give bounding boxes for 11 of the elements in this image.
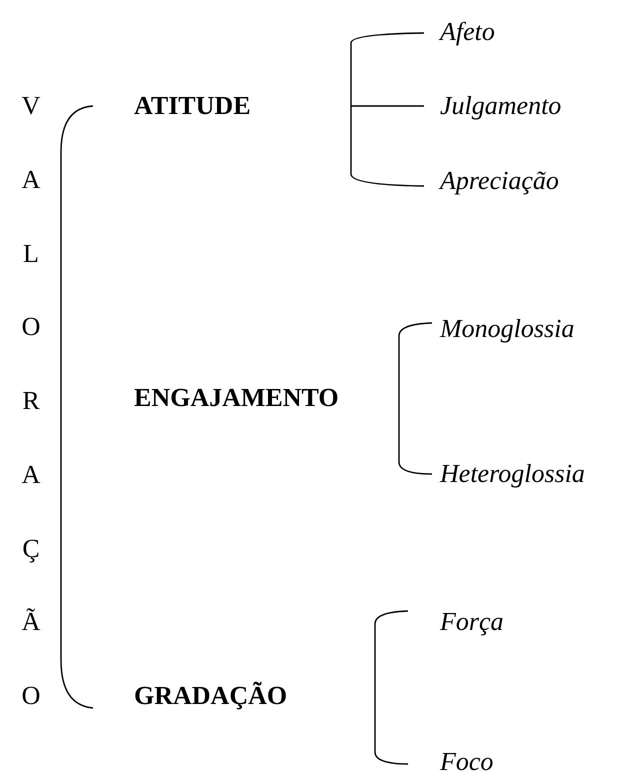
vertical-title: VALORAÇÃO xyxy=(20,90,42,712)
subcategory-label: Apreciação xyxy=(440,166,559,196)
subcategory-label: Heteroglossia xyxy=(440,459,585,489)
subcategory-label: Foco xyxy=(440,747,494,777)
category-label: GRADAÇÃO xyxy=(134,681,288,711)
subcategory-label: Julgamento xyxy=(440,91,562,121)
subcategory-label: Força xyxy=(440,607,504,637)
category-label: ENGAJAMENTO xyxy=(134,383,339,413)
subcategory-label: Afeto xyxy=(440,17,495,47)
subcategory-label: Monoglossia xyxy=(440,314,574,344)
category-label: ATITUDE xyxy=(134,91,251,121)
